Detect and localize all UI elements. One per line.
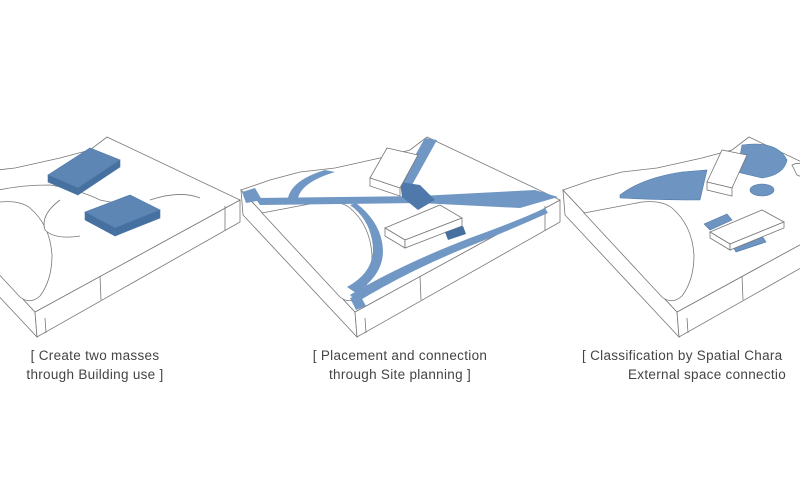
caption-line: [ Classification by Spatial Chara [582,348,783,363]
site-model-external-space [562,136,800,338]
caption-line: through Site planning ] [329,367,471,382]
caption-line: [ Create two masses [30,348,160,363]
connector-mass [400,182,435,210]
caption-line: through Building use ] [26,367,164,382]
building-lower [384,204,463,249]
building-mass-1 [47,147,121,196]
building-upper [706,149,748,197]
caption-panel-3: [ Classification by Spatial Chara Extern… [582,346,800,384]
caption-line: External space connectio [628,367,787,382]
building-lower [709,209,785,251]
site-model-building-masses [0,136,241,338]
site-model-site-planning [240,136,561,338]
caption-line: [ Placement and connection [312,348,488,363]
circulation-paths [242,138,558,310]
caption-panel-2: [ Placement and connection through Site … [300,346,500,384]
entrance-mass [445,226,466,240]
building-mass-2 [84,194,161,237]
building-upper [369,147,419,197]
external-spaces [619,143,788,253]
caption-panel-1: [ Create two masses through Building use… [0,346,195,384]
